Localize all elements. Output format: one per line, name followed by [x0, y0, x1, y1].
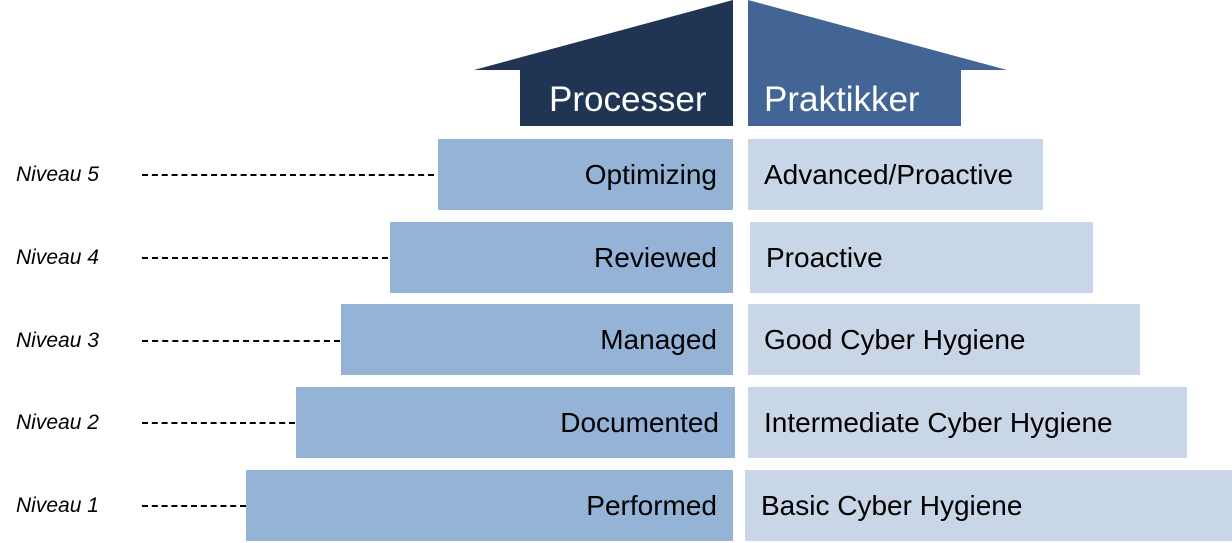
process-block-level-3: Managed [341, 304, 733, 375]
practice-block-level-5: Advanced/Proactive [748, 139, 1043, 210]
process-block-level-2: Documented [296, 387, 735, 458]
praktikker-header: Praktikker [764, 80, 920, 119]
level-label: Niveau 1 [16, 494, 99, 517]
practice-block-level-1: Basic Cyber Hygiene [745, 470, 1232, 541]
level-connector-line [142, 174, 434, 176]
level-label: Niveau 5 [16, 163, 99, 186]
level-label: Niveau 2 [16, 411, 99, 434]
process-block-level-4: Reviewed [390, 222, 733, 293]
level-connector-line [142, 505, 246, 507]
processer-header: Processer [549, 80, 707, 119]
practice-block-level-3: Good Cyber Hygiene [748, 304, 1140, 375]
praktikker-arrow [748, 0, 1007, 126]
level-label: Niveau 3 [16, 329, 99, 352]
practice-block-level-2: Intermediate Cyber Hygiene [748, 387, 1187, 458]
processer-arrow [474, 0, 733, 126]
process-block-level-1: Performed [246, 470, 733, 541]
level-label: Niveau 4 [16, 246, 99, 269]
practice-block-level-4: Proactive [750, 222, 1093, 293]
level-connector-line [142, 257, 388, 259]
level-connector-line [142, 340, 340, 342]
level-connector-line [142, 422, 295, 424]
process-block-level-5: Optimizing [438, 139, 733, 210]
